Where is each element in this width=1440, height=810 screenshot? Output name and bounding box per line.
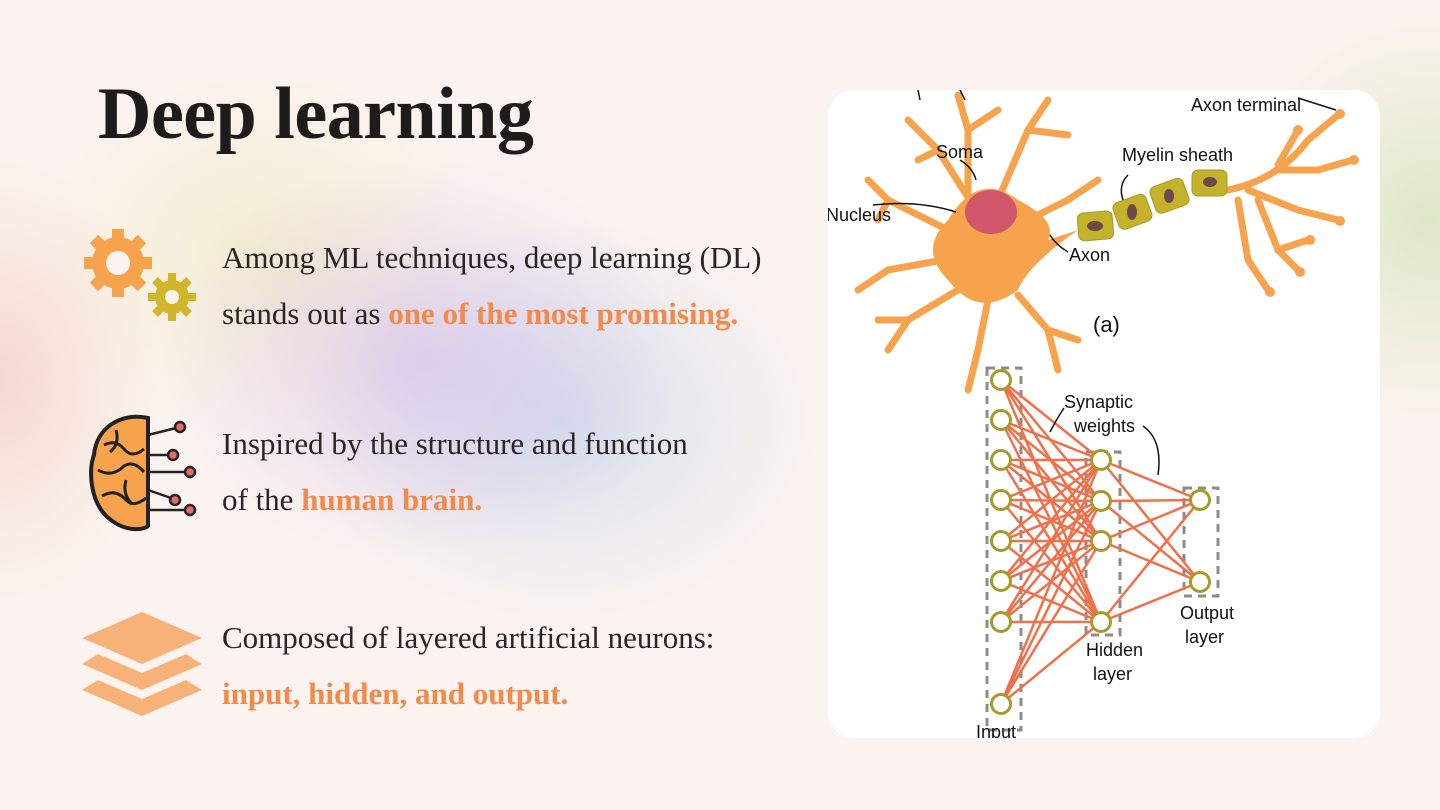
point-1-line-1: Among ML techniques, deep learning (DL) xyxy=(222,240,762,275)
layers-icon xyxy=(82,612,202,716)
hidden-node xyxy=(1090,449,1112,471)
synaptic-weight-edge xyxy=(1000,459,1102,542)
synaptic-weight-edge xyxy=(999,459,1103,705)
point-3-highlight: input, hidden, and output. xyxy=(222,676,569,711)
output-label-2: layer xyxy=(1185,627,1224,647)
synaptic-weight-edge xyxy=(1100,498,1201,503)
input-node xyxy=(990,489,1012,511)
output-label-1: Output xyxy=(1180,603,1234,623)
input-node xyxy=(990,611,1012,633)
axon-terminal-label: Axon terminal xyxy=(1191,95,1301,115)
input-layer-box xyxy=(985,366,1023,732)
input-label: Input xyxy=(976,722,1016,738)
myelin-label: Myelin sheath xyxy=(1122,145,1233,165)
nucleus-label: Nucleus xyxy=(828,205,891,225)
point-1: Among ML techniques, deep learning (DL) … xyxy=(222,230,761,342)
neural-network-figure: Synaptic weights Hidden layer Output lay… xyxy=(976,366,1234,738)
soma-label: Soma xyxy=(936,142,984,162)
point-2-line-2: of the human brain. xyxy=(222,472,688,528)
hidden-node xyxy=(1090,490,1112,512)
synaptic-weight-edge xyxy=(1100,458,1201,502)
slide-title: Deep learning xyxy=(98,73,534,155)
hidden-label-2: layer xyxy=(1093,664,1132,684)
synaptic-weight-edge xyxy=(1000,459,1102,582)
hidden-node xyxy=(1090,611,1112,633)
synaptic-label: Synaptic xyxy=(1064,392,1133,412)
output-node xyxy=(1189,489,1211,511)
synaptic-weight-edge xyxy=(999,500,1103,705)
brain-circuit-icon xyxy=(89,414,197,532)
synaptic-weight-edge xyxy=(1100,499,1201,623)
input-node xyxy=(990,570,1012,592)
synaptic-weight-edge xyxy=(1000,621,1102,705)
synaptic-weight-edge xyxy=(1100,580,1201,624)
input-node xyxy=(990,530,1012,552)
hidden-label-1: Hidden xyxy=(1086,640,1143,660)
synaptic-weight-edge xyxy=(999,540,1103,705)
synaptic-weight-edge xyxy=(1000,379,1102,461)
input-node xyxy=(990,409,1012,431)
point-2-line-1: Inspired by the structure and function xyxy=(222,426,688,461)
output-node xyxy=(1189,571,1211,593)
point-3-line-2: input, hidden, and output. xyxy=(222,666,714,722)
point-2-text: of the xyxy=(222,482,302,517)
output-layer-box xyxy=(1182,486,1220,598)
figure-card: Soma Nucleus Axon Myelin sheath Axon ter… xyxy=(828,90,1380,738)
axon-label: Axon xyxy=(1069,245,1110,265)
synaptic-weight-edge xyxy=(1000,418,1102,462)
point-3-line-1: Composed of layered artificial neurons: xyxy=(222,620,715,655)
synaptic-weight-edge xyxy=(1000,458,1102,502)
input-node xyxy=(990,449,1012,471)
caption-a: (a) xyxy=(1093,312,1120,337)
synaptic-weight-edge xyxy=(1100,500,1201,583)
point-2: Inspired by the structure and function o… xyxy=(222,416,688,528)
input-node xyxy=(990,693,1012,715)
point-1-line-2: stands out as one of the most promising. xyxy=(222,286,761,342)
synaptic-weight-edge xyxy=(1000,500,1102,623)
hidden-node xyxy=(1090,530,1112,552)
synaptic-weight-edge xyxy=(1100,498,1201,543)
input-node xyxy=(990,369,1012,391)
neuron-figure: Soma Nucleus Axon Myelin sheath Axon ter… xyxy=(828,90,1359,394)
gears-icon xyxy=(84,229,196,321)
weights-label: weights xyxy=(1073,416,1135,436)
point-1-text: stands out as xyxy=(222,296,389,331)
synaptic-weight-edge xyxy=(999,459,1103,623)
point-1-highlight: one of the most promising. xyxy=(388,296,739,331)
point-3: Composed of layered artificial neurons: … xyxy=(222,610,714,722)
point-2-highlight: human brain. xyxy=(301,482,483,517)
